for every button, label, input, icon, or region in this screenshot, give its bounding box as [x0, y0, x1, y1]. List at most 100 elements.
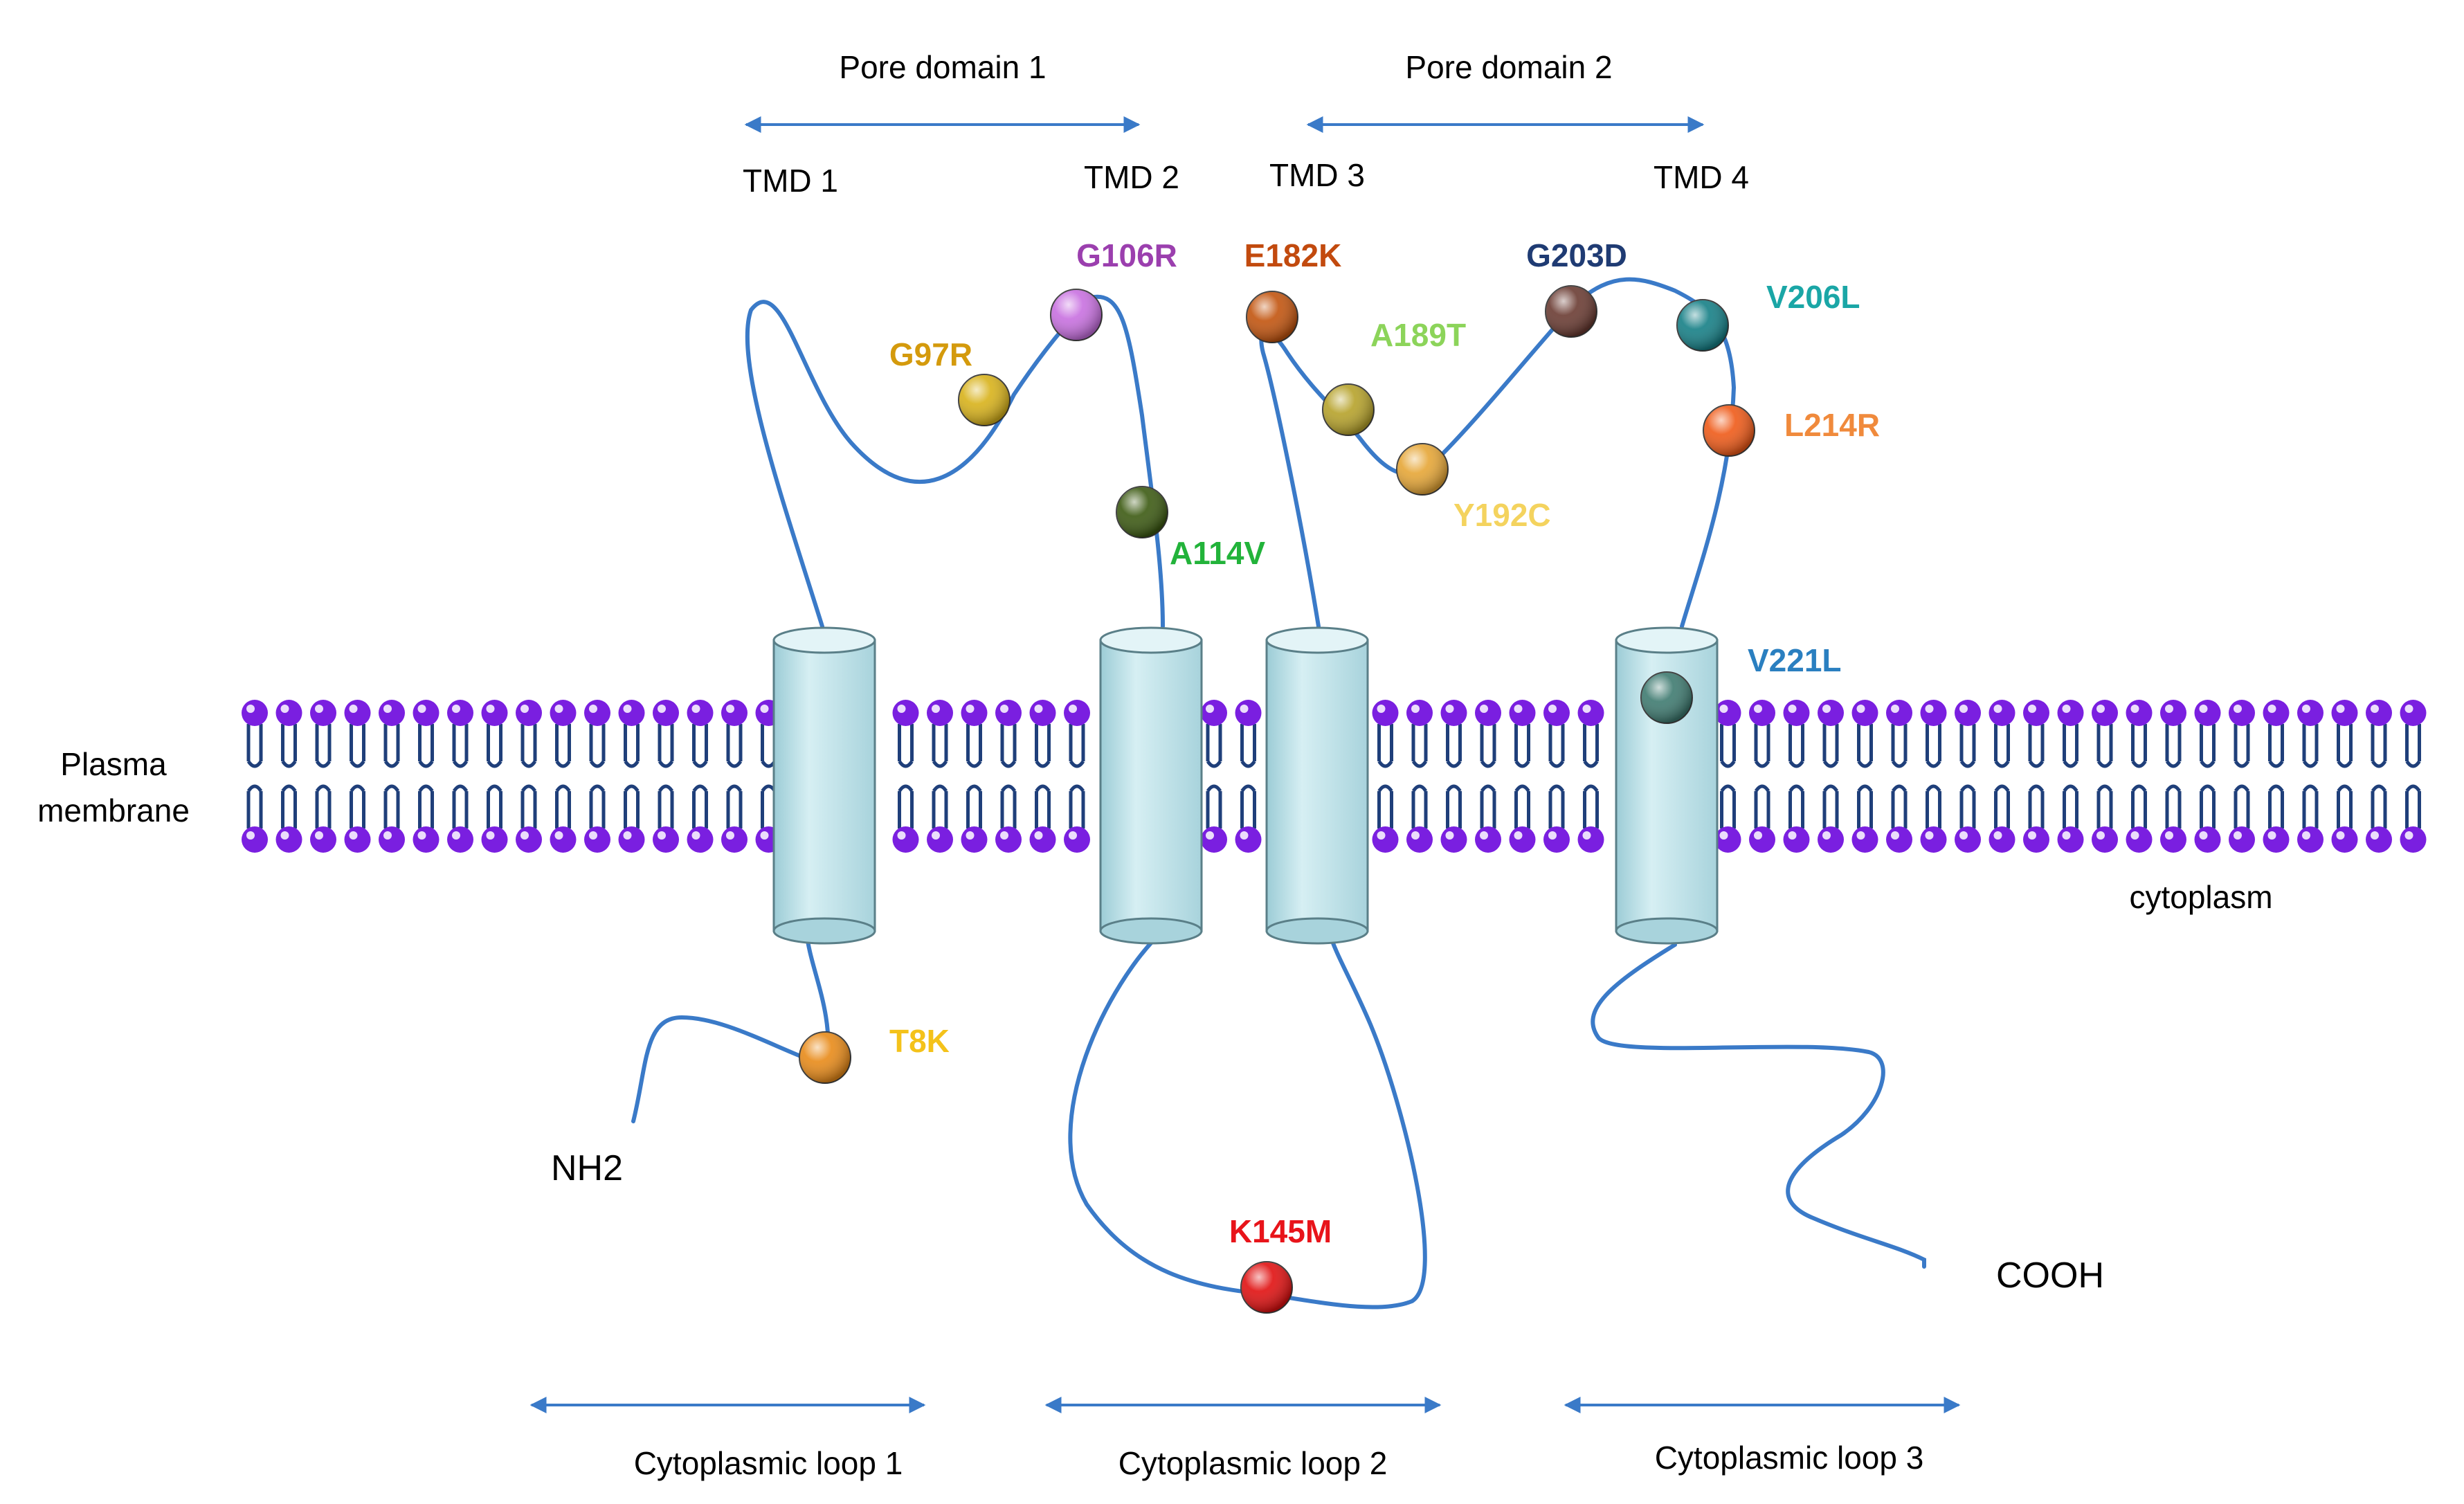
mutation-site-ball [799, 1031, 851, 1084]
mutation-label: G203D [1526, 237, 1627, 273]
mutation-site-ball [1116, 486, 1168, 538]
lipid-molecule [550, 700, 577, 853]
lipid-molecule [1714, 700, 1741, 853]
lipid-molecule [2160, 700, 2186, 853]
lipid-molecule [379, 700, 405, 853]
lipid-molecule [1029, 700, 1056, 853]
tmd-2-label: TMD 2 [1084, 159, 1179, 195]
mutation-site-ball [1050, 289, 1103, 341]
mutation-site-ball [958, 374, 1011, 426]
lipid-molecule [1577, 700, 1604, 853]
lipid-molecule [2126, 700, 2153, 853]
mutation-label: L214R [1784, 407, 1880, 443]
c-terminal-tail [1591, 943, 1926, 1269]
mutation-g97r: G97R [889, 336, 1011, 426]
pore-domain-2-label: Pore domain 2 [1405, 49, 1612, 85]
lipid-molecule [2331, 700, 2358, 853]
mutation-g106r: G106R [1050, 237, 1177, 341]
mutation-site-ball [1396, 443, 1449, 496]
tmd-1-label: TMD 1 [743, 163, 838, 199]
lipid-molecule [1543, 700, 1570, 853]
lipid-molecule [275, 700, 302, 853]
plasma-membrane-label-line2: membrane [37, 792, 190, 828]
lipid-molecule [1955, 700, 1981, 853]
mutation-k145m: K145M [1229, 1213, 1332, 1314]
mutation-a189t: A189T [1322, 317, 1466, 436]
mutation-label: G106R [1076, 237, 1177, 273]
lipid-molecule [1749, 700, 1775, 853]
extracellular-loop-2 [1259, 277, 1737, 628]
mutation-a114v: A114V [1116, 486, 1265, 571]
plasma-membrane-label-line1: Plasma [60, 746, 167, 782]
lipid-molecule [2400, 700, 2427, 853]
cytoplasmic-loop-3-label: Cytoplasmic loop 3 [1655, 1440, 1924, 1476]
lipid-molecule [2263, 700, 2290, 853]
lipid-molecule [1372, 700, 1399, 853]
mutation-label: A114V [1170, 535, 1265, 571]
lipid-molecule [481, 700, 508, 853]
mutation-v206l: V206L [1676, 279, 1860, 352]
mutation-y192c: Y192C [1396, 443, 1551, 533]
mutation-label: V206L [1766, 279, 1860, 315]
cytoplasmic-loop-2-label: Cytoplasmic loop 2 [1118, 1445, 1388, 1481]
lipid-molecule [1509, 700, 1536, 853]
lipid-molecule [344, 700, 371, 853]
lipid-molecule [2092, 700, 2118, 853]
tmd-3-label: TMD 3 [1269, 157, 1365, 193]
tmd-4-label: TMD 4 [1654, 159, 1749, 195]
lipid-molecule [1201, 700, 1227, 853]
lipid-molecule [2366, 700, 2392, 853]
lipid-molecule [1783, 700, 1810, 853]
mutation-site-ball [1703, 404, 1755, 457]
lipid-molecule [2023, 700, 2049, 853]
lipid-molecule [927, 700, 953, 853]
lipid-molecule [584, 700, 610, 853]
tmd-1-cylinder [772, 626, 876, 945]
protein-chain [631, 277, 1926, 1310]
lipid-molecule [1235, 700, 1262, 853]
mutation-site-ball [1322, 383, 1375, 436]
lipid-molecule [2057, 700, 2084, 853]
mutation-label: E182K [1244, 237, 1342, 273]
lipid-molecule [413, 700, 440, 853]
n-terminus-label: NH2 [551, 1148, 623, 1188]
lipid-molecule [1475, 700, 1501, 853]
lipid-molecule [1851, 700, 1878, 853]
mutation-label: K145M [1229, 1213, 1332, 1249]
pore-domain-1-label: Pore domain 1 [839, 49, 1046, 85]
lipid-molecule [2297, 700, 2323, 853]
mutation-e182k: E182K [1244, 237, 1342, 343]
lipid-molecule [961, 700, 988, 853]
tmd-2-cylinder [1099, 626, 1203, 945]
mutation-v221l: V221L [1640, 642, 1842, 724]
lipid-molecule [1989, 700, 2015, 853]
mutation-site-ball [1640, 671, 1693, 724]
lipid-molecule [516, 700, 542, 853]
mutation-g203d: G203D [1526, 237, 1627, 338]
lipid-molecule [721, 700, 748, 853]
mutation-label: Y192C [1453, 497, 1551, 533]
lipid-molecule [1818, 700, 1844, 853]
lipid-bilayer [242, 700, 2427, 853]
lipid-molecule [242, 700, 268, 853]
tmd-4-cylinder [1615, 626, 1719, 945]
cytoplasmic-loop-2 [1068, 929, 1427, 1310]
lipid-molecule [687, 700, 714, 853]
lipid-molecule [995, 700, 1022, 853]
mutation-t8k: T8K [799, 1023, 950, 1084]
mutation-label: G97R [889, 336, 972, 372]
c-terminus-label: COOH [1996, 1256, 2104, 1296]
lipid-molecule [447, 700, 473, 853]
mutation-label: V221L [1748, 642, 1842, 678]
lipid-molecule [310, 700, 336, 853]
mutation-site-ball [1240, 1261, 1293, 1314]
lipid-molecule [2229, 700, 2255, 853]
lipid-molecule [1920, 700, 1947, 853]
mutation-markers: G106R G97R A114V E182K A189T Y192C G203D V206L L… [799, 237, 1880, 1314]
n-terminal-tail [631, 929, 831, 1123]
lipid-molecule [653, 700, 679, 853]
lipid-molecule [892, 700, 919, 853]
lipid-molecule [1064, 700, 1090, 853]
cytoplasmic-loop-1-label: Cytoplasmic loop 1 [634, 1445, 903, 1481]
lipid-molecule [1440, 700, 1467, 853]
